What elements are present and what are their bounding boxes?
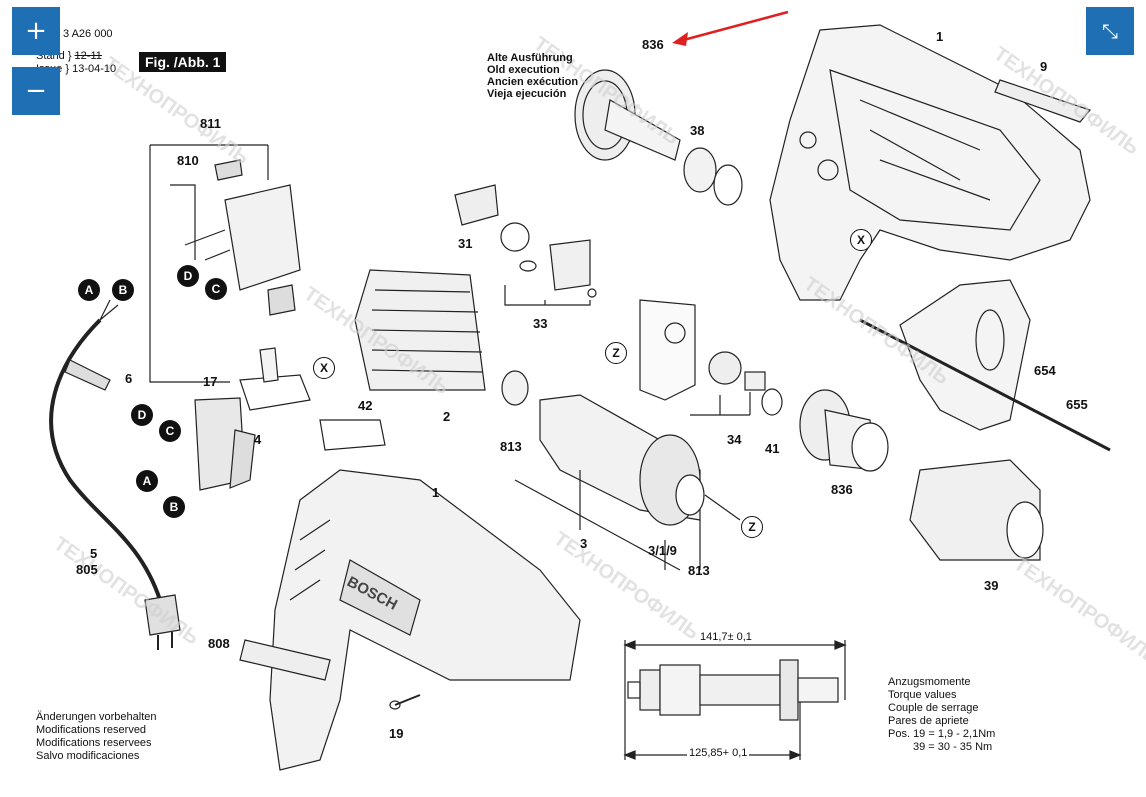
old-version-note: Alte Ausführung Old execution Ancien exé… <box>487 52 578 100</box>
part-label-17: 17 <box>203 374 218 389</box>
part-label-6: 6 <box>125 371 133 386</box>
torque-pos39: 39 = 30 - 35 Nm <box>913 741 993 753</box>
zoom-in-button[interactable]: + <box>12 7 60 55</box>
part-label-808: 808 <box>208 636 230 651</box>
part-number: 3 A26 000 <box>63 28 113 40</box>
plus-icon: + <box>25 16 47 46</box>
marker-b: B <box>163 496 185 518</box>
marker-d: D <box>177 265 199 287</box>
modifications-line: Änderungen vorbehalten <box>36 711 157 723</box>
marker-z: Z <box>741 516 763 538</box>
marker-a: A <box>136 470 158 492</box>
part-label-810: 810 <box>177 153 199 168</box>
part-label-5: 5 <box>90 546 98 561</box>
marker-b: B <box>112 279 134 301</box>
part-label-1-housing: 1 <box>936 29 944 44</box>
part-label-2: 2 <box>443 409 451 424</box>
part-label-4: 4 <box>254 432 262 447</box>
issue-value: 13-04-10 <box>72 63 117 75</box>
part-label-836-new: 836 <box>831 482 853 497</box>
old-version-line: Alte Ausführung <box>487 52 573 64</box>
torque-line: Pares de apriete <box>888 715 969 727</box>
old-version-line: Vieja ejecución <box>487 88 567 100</box>
marker-c: C <box>205 278 227 300</box>
marker-z: Z <box>605 342 627 364</box>
part-label-34: 34 <box>727 432 742 447</box>
part-label-805: 805 <box>76 562 98 577</box>
torque-line: Anzugsmomente <box>888 676 971 688</box>
figure-label: Fig. /Abb. 1 <box>139 52 227 72</box>
torque-pos19: Pos. 19 = 1,9 - 2,1Nm <box>888 728 996 740</box>
part-label-38: 38 <box>690 123 705 138</box>
collapse-button[interactable]: ⤡ <box>1086 7 1134 55</box>
part-label-813-left: 813 <box>500 439 522 454</box>
part-label-654: 654 <box>1034 363 1056 378</box>
stand-value: 12-11 <box>74 50 102 62</box>
modifications-note: Änderungen vorbehalten Modifications res… <box>36 711 156 763</box>
part-label-1-lower: 1 <box>432 485 440 500</box>
dimension-bottom: 125,85+ 0,1 <box>687 747 750 759</box>
marker-a: A <box>78 279 100 301</box>
zoom-out-button[interactable]: − <box>12 67 60 115</box>
marker-x: X <box>850 229 872 251</box>
dimension-top: 141,7± 0,1 <box>700 631 752 643</box>
old-version-line: Ancien exécution <box>487 76 579 88</box>
marker-x: X <box>313 357 335 379</box>
part-label-3: 3 <box>580 536 588 551</box>
minus-icon: − <box>25 76 47 106</box>
part-label-19: 19 <box>389 726 404 741</box>
part-label-31: 31 <box>458 236 473 251</box>
part-label-41: 41 <box>765 441 780 456</box>
part-label-42: 42 <box>358 398 373 413</box>
torque-line: Torque values <box>888 689 957 701</box>
part-label-836-old: 836 <box>642 37 664 52</box>
marker-d: D <box>131 404 153 426</box>
part-label-33: 33 <box>533 316 548 331</box>
part-label-9: 9 <box>1040 59 1048 74</box>
marker-c: C <box>159 420 181 442</box>
old-version-line: Old execution <box>487 64 560 76</box>
modifications-line: Modifications reservees <box>36 737 152 749</box>
part-label-39: 39 <box>984 578 999 593</box>
torque-line: Couple de serrage <box>888 702 979 714</box>
part-label-655: 655 <box>1066 397 1088 412</box>
modifications-line: Salvo modificaciones <box>36 750 140 762</box>
collapse-icon: ⤡ <box>1102 19 1118 43</box>
part-label-813-right: 813 <box>688 563 710 578</box>
part-label-3-1-9: 3/1/9 <box>648 543 677 558</box>
part-label-811: 811 <box>200 116 221 131</box>
torque-note: Anzugsmomente Torque values Couple de se… <box>888 676 995 754</box>
modifications-line: Modifications reserved <box>36 724 147 736</box>
